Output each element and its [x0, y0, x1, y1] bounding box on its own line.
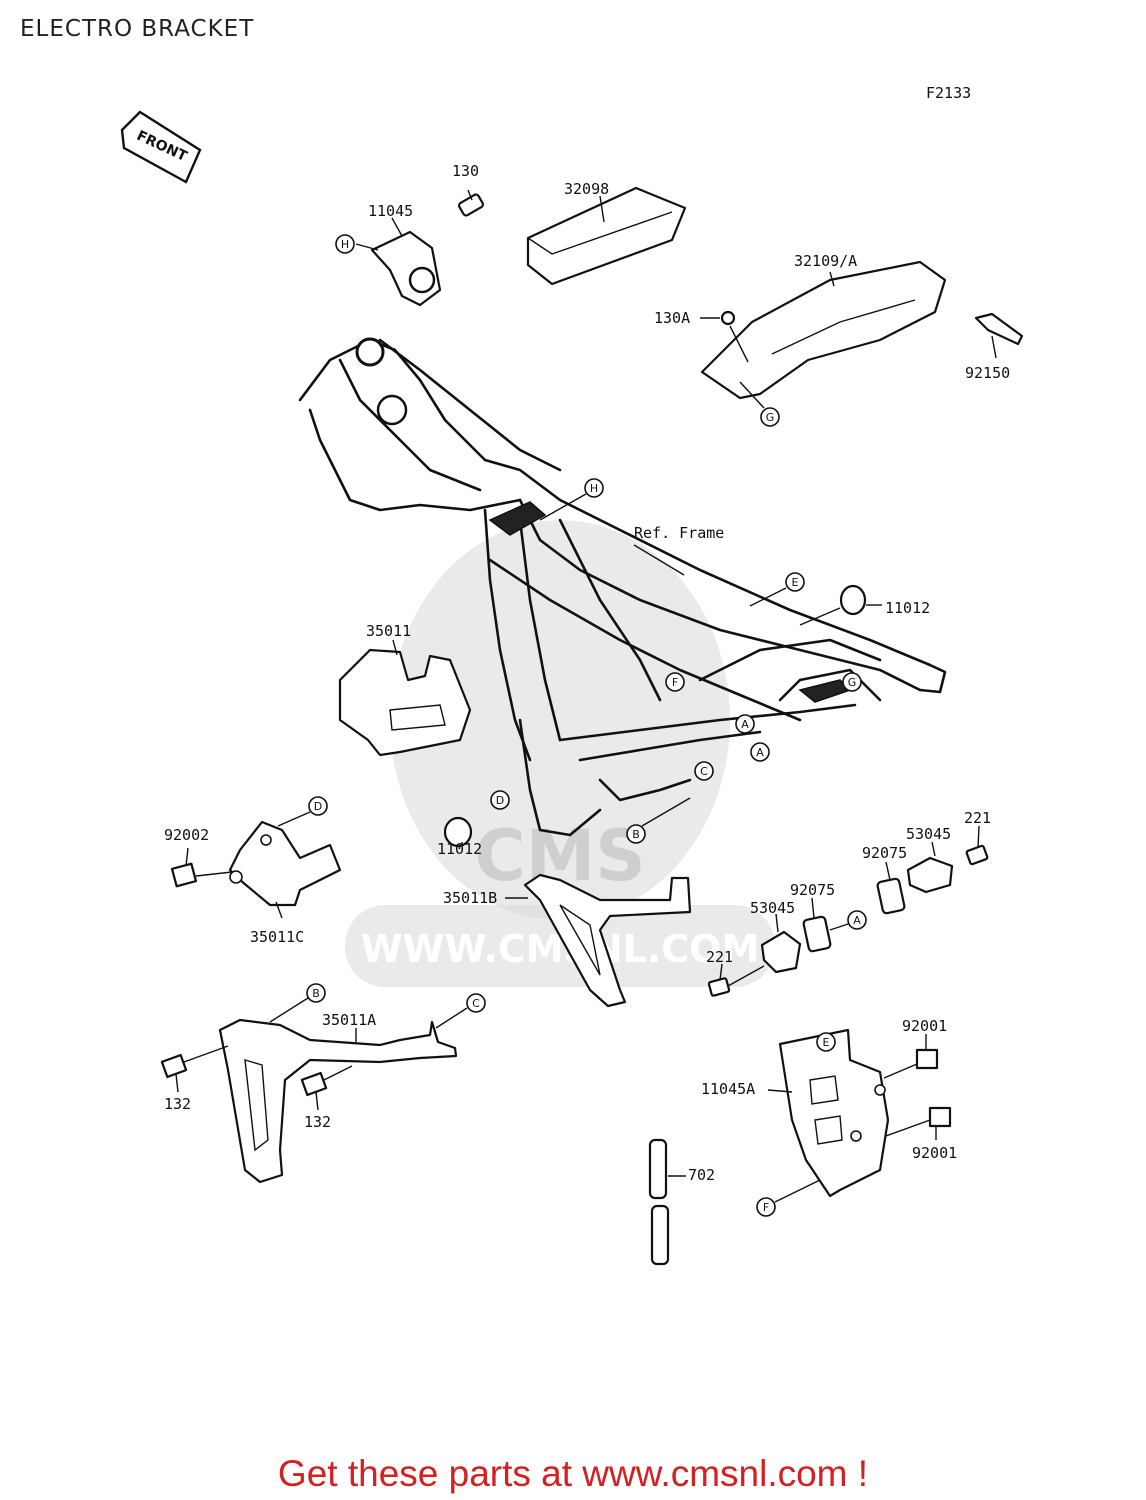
svg-text:G: G [848, 676, 857, 689]
svg-text:E: E [792, 576, 799, 589]
bolt-130: 130 [452, 162, 485, 217]
label-ref-frame: Ref. Frame [634, 524, 724, 542]
label-53045-upper: 53045 [906, 825, 951, 843]
plate-35011: 35011 [338, 622, 472, 757]
grommet-11012-upper: 11012 [799, 584, 930, 626]
label-221-lower: 221 [706, 948, 733, 966]
marker-b-bracket: B [269, 983, 326, 1023]
label-11012-lower: 11012 [437, 840, 482, 858]
hardware-group-right: 221 53045 92075 [862, 809, 991, 915]
label-92001-upper: 92001 [902, 1017, 947, 1035]
bolt-130a: 130A [654, 309, 749, 363]
page-title: ELECTRO BRACKET [20, 16, 255, 42]
label-702: 702 [688, 1166, 715, 1184]
label-130: 130 [452, 162, 479, 180]
label-11045: 11045 [368, 202, 413, 220]
marker-g-frame: G [842, 672, 862, 692]
marker-e-plate: E [816, 1032, 836, 1052]
bracket-35011a: 35011A 132 132 [160, 1011, 458, 1184]
label-35011b: 35011B [443, 889, 497, 907]
marker-a-upper: A [735, 714, 755, 734]
tube-702: 702 [648, 1138, 715, 1266]
marker-b-frame: B [626, 797, 691, 844]
marker-e-frame: E [749, 572, 805, 607]
arm-35011b: 35011B [443, 873, 692, 1008]
bracket-11045: 11045 [355, 202, 442, 307]
side-cover-32109a: 32109/A [700, 252, 947, 400]
svg-text:C: C [700, 765, 708, 778]
marker-c-frame: C [694, 761, 714, 781]
marker-a-lower: A [750, 742, 770, 762]
marker-g-cover: G [739, 381, 780, 427]
marker-f-plate: F [756, 1179, 821, 1217]
main-frame: Ref. Frame [298, 337, 947, 837]
label-35011c: 35011C [250, 928, 304, 946]
label-32098: 32098 [564, 180, 609, 198]
marker-d-frame: D [490, 790, 510, 810]
svg-text:H: H [341, 238, 349, 251]
label-92002: 92002 [164, 826, 209, 844]
label-92075-lower: 92075 [790, 881, 835, 899]
svg-text:F: F [763, 1201, 769, 1214]
front-arrow-icon: FRONT [120, 110, 202, 184]
svg-text:A: A [756, 746, 764, 759]
label-35011a: 35011A [322, 1011, 376, 1029]
label-92075-upper: 92075 [862, 844, 907, 862]
marker-h-top: H [335, 234, 355, 254]
svg-text:A: A [741, 718, 749, 731]
svg-text:G: G [766, 411, 775, 424]
svg-text:C: C [472, 997, 480, 1010]
svg-text:H: H [590, 482, 598, 495]
svg-text:D: D [314, 800, 322, 813]
marker-a-hardware: A [829, 910, 867, 931]
label-92001-lower: 92001 [912, 1144, 957, 1162]
marker-d-bracket: D [277, 796, 328, 827]
marker-f-frame: F [665, 672, 685, 692]
figure-code: F2133 [926, 84, 971, 102]
label-221-upper: 221 [964, 809, 991, 827]
marker-c-bracket: C [435, 993, 486, 1029]
marker-h-frame: H [539, 478, 604, 521]
svg-text:E: E [823, 1036, 830, 1049]
svg-text:B: B [632, 828, 640, 841]
label-53045-lower: 53045 [750, 899, 795, 917]
label-132-left: 132 [164, 1095, 191, 1113]
watermark-banner [345, 905, 775, 987]
plate-11045a: 11045A 92001 92001 [701, 1017, 957, 1198]
promo-link[interactable]: Get these parts at www.cmsnl.com ! [277, 1453, 869, 1494]
cover-32098: 32098 [526, 180, 687, 286]
watermark: CMS WWW.CMSNL.COM [345, 520, 775, 987]
watermark-emblem [390, 520, 730, 920]
hardware-group-center: 92075 53045 221 [706, 881, 835, 997]
svg-text:A: A [853, 914, 861, 927]
svg-text:F: F [672, 676, 678, 689]
reference-markers: H H G E G F A A C D B D A B C E F [269, 234, 867, 1217]
bolt-92150: 92150 [965, 312, 1024, 382]
label-132-right: 132 [304, 1113, 331, 1131]
grommet-11012-lower: 11012 [437, 816, 482, 858]
svg-text:B: B [312, 987, 320, 1000]
parts-diagram: CMS WWW.CMSNL.COM F2133 FRONT 130 11045 … [120, 84, 1024, 1266]
label-11012-upper: 11012 [885, 599, 930, 617]
bracket-35011c: 35011C 92002 [164, 820, 342, 946]
label-130a: 130A [654, 309, 690, 327]
label-35011: 35011 [366, 622, 411, 640]
label-11045a: 11045A [701, 1080, 755, 1098]
label-92150: 92150 [965, 364, 1010, 382]
label-32109a: 32109/A [794, 252, 857, 270]
svg-text:D: D [496, 794, 504, 807]
